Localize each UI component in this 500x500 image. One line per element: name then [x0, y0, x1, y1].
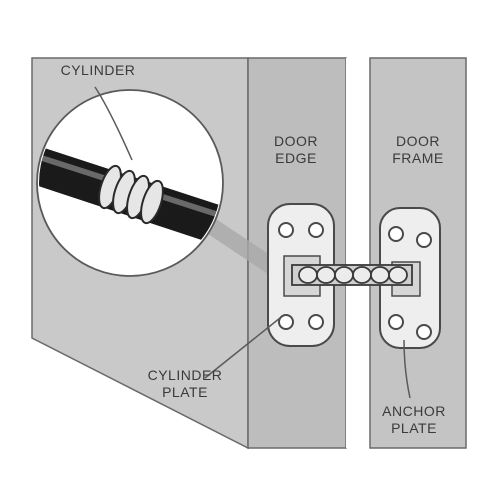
screw-hole-icon	[388, 226, 404, 242]
leader-cylinder	[94, 86, 133, 161]
leader-cylinder-plate	[204, 317, 281, 379]
label-anchor-plate-line1: ANCHOR	[382, 403, 446, 419]
label-anchor-plate: ANCHOR PLATE	[366, 403, 462, 437]
leader-line-icon	[94, 86, 411, 399]
label-door-edge-line1: DOOR	[274, 133, 318, 149]
label-cylinder-plate: CYLINDER PLATE	[130, 367, 240, 401]
screw-hole-icon	[416, 232, 432, 248]
magnifier-callout-icon	[36, 89, 224, 277]
label-cylinder: CYLINDER	[60, 62, 136, 78]
chain-link	[291, 264, 413, 286]
label-door-frame-line2: FRAME	[392, 150, 444, 166]
label-anchor-plate-line2: PLATE	[391, 420, 437, 436]
screw-hole-icon	[308, 222, 324, 238]
spring-coil-icon	[98, 164, 164, 225]
label-door-frame-line1: DOOR	[396, 133, 440, 149]
screw-hole-icon	[388, 314, 404, 330]
label-door-frame: DOOR FRAME	[376, 133, 460, 167]
leader-anchor-plate	[403, 339, 411, 399]
label-door-edge-line2: EDGE	[275, 150, 317, 166]
screw-hole-icon	[278, 222, 294, 238]
screw-hole-icon	[416, 324, 432, 340]
label-door-edge: DOOR EDGE	[260, 133, 332, 167]
screw-hole-icon	[308, 314, 324, 330]
door-gap	[346, 58, 370, 448]
screw-hole-icon	[278, 314, 294, 330]
label-cylinder-plate-line1: CYLINDER	[147, 367, 223, 383]
label-cylinder-plate-line2: PLATE	[162, 384, 208, 400]
